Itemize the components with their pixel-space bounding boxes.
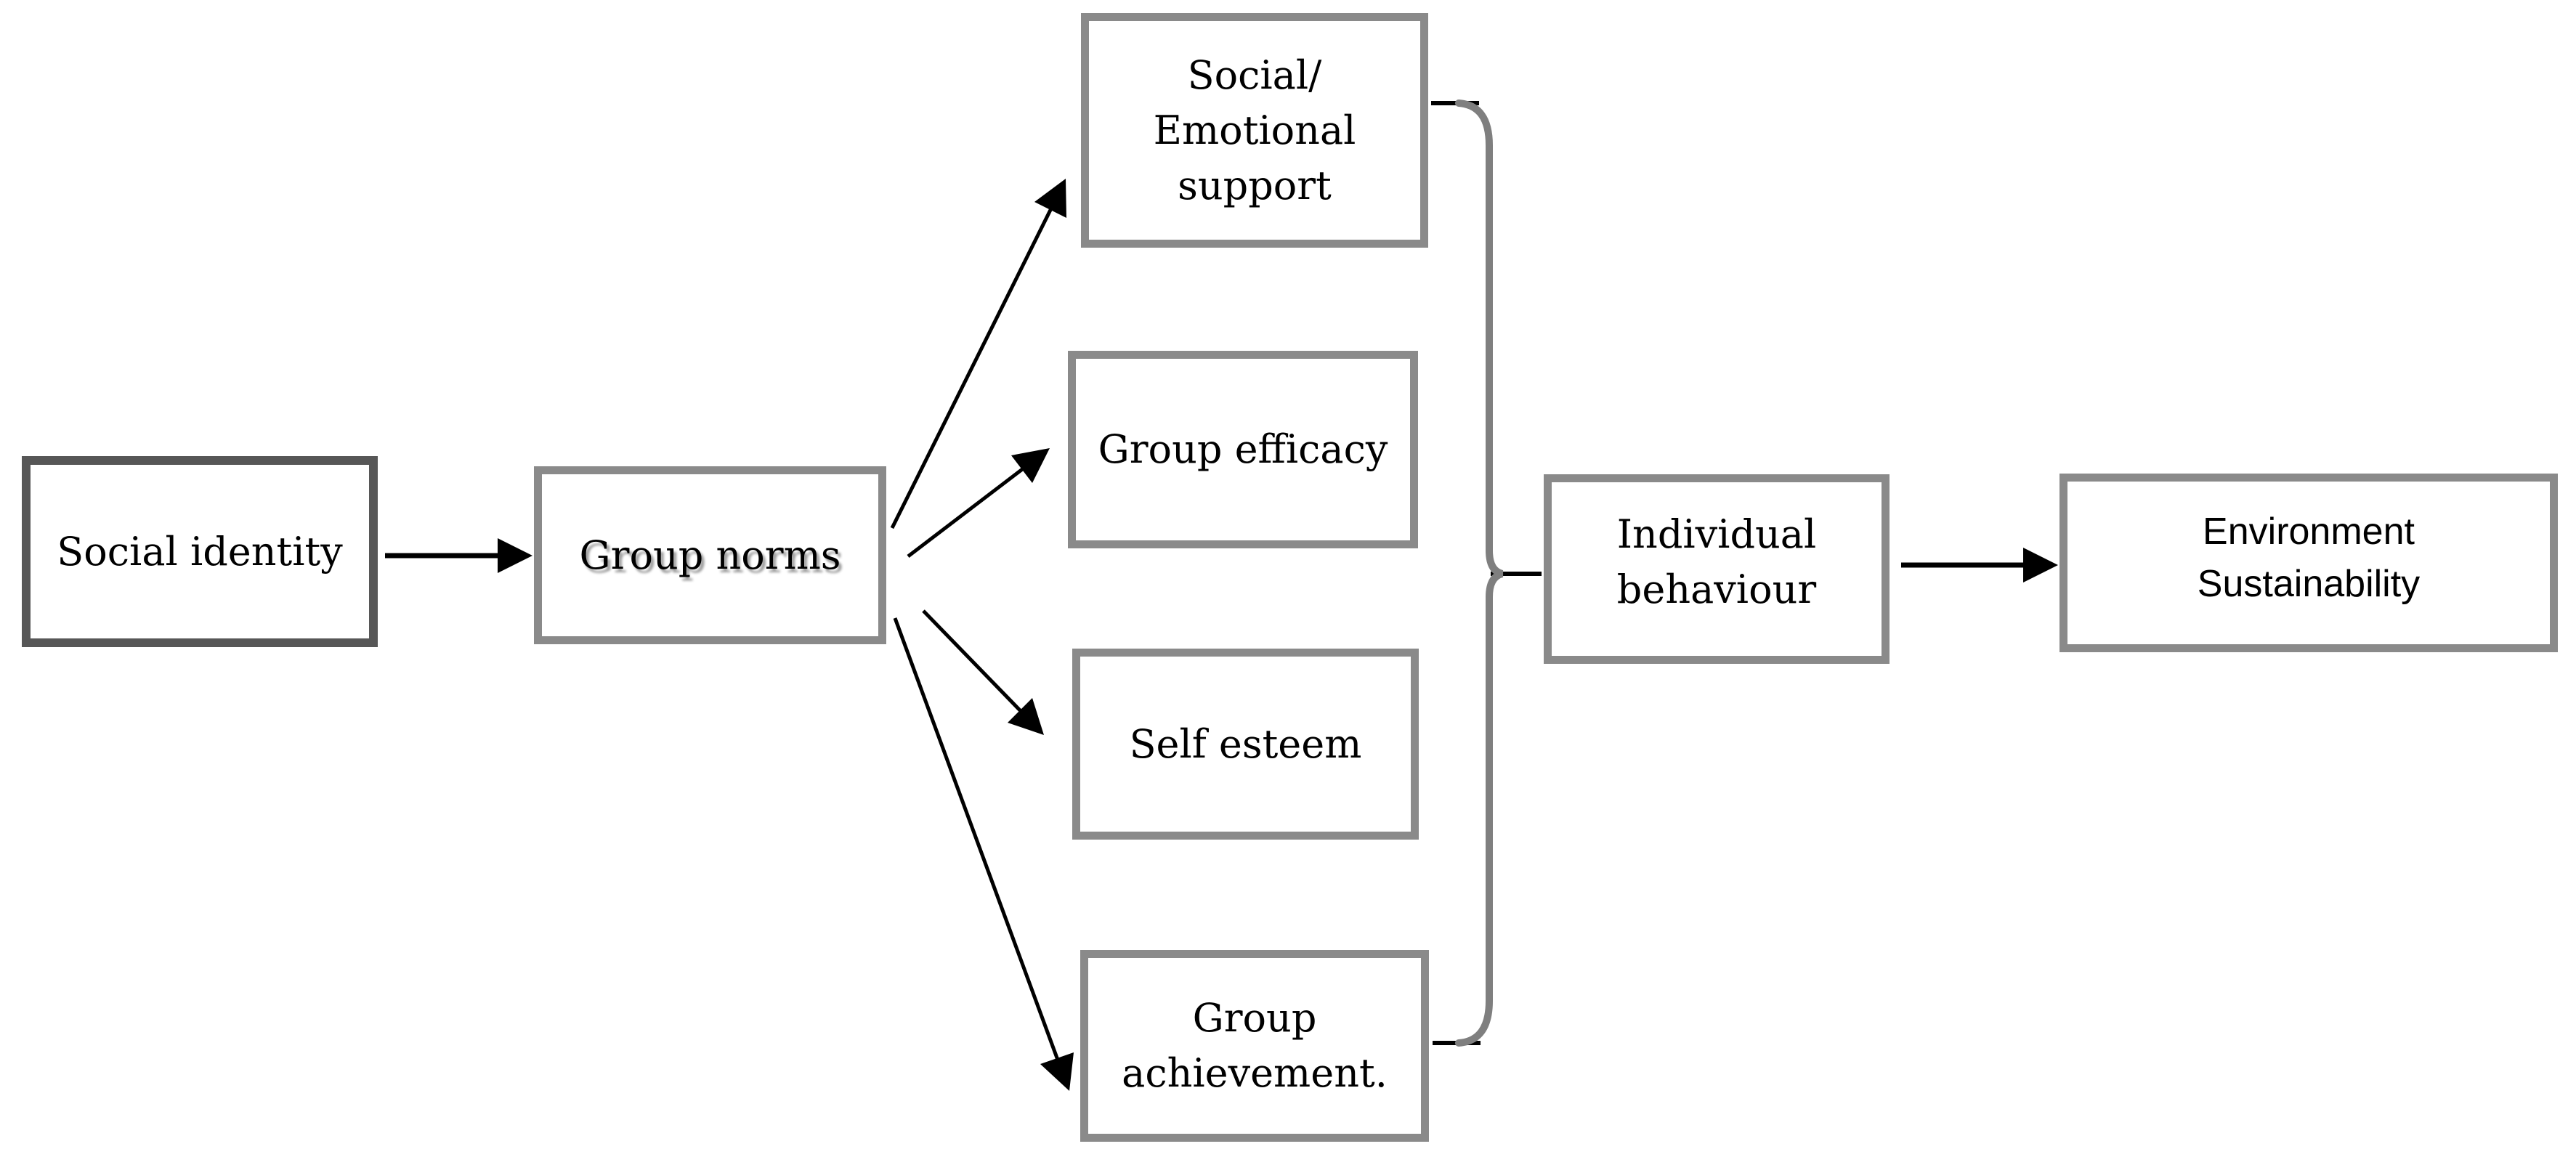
node-social-emotional-support-line2: Emotional	[1153, 107, 1356, 153]
arrow-social-identity-to-group-norms	[385, 538, 532, 573]
node-environment-sustainability-line2: Sustainability	[2197, 563, 2421, 605]
node-social-identity: Social identity	[22, 456, 378, 647]
arrow-group-norms-to-social-emotional-support	[890, 179, 1066, 529]
node-group-efficacy-label: Group efficacy	[1098, 426, 1388, 472]
node-social-identity-label: Social identity	[57, 528, 343, 575]
arrow-group-norms-to-group-achievement	[893, 617, 1074, 1091]
node-group-achievement: Group achievement.	[1080, 950, 1429, 1142]
node-social-emotional-support-line1: Social/	[1187, 52, 1322, 98]
node-group-achievement-line1: Group	[1192, 995, 1317, 1041]
arrow-group-norms-to-group-efficacy	[907, 448, 1050, 558]
node-group-efficacy: Group efficacy	[1068, 351, 1418, 548]
node-group-norms-label: Group norms	[579, 532, 841, 578]
collector-brace	[1431, 100, 1542, 1047]
node-group-norms: Group norms	[534, 466, 886, 644]
node-group-achievement-line2: achievement.	[1122, 1050, 1388, 1096]
node-environment-sustainability-line1: Environment	[2203, 511, 2415, 553]
arrow-group-norms-to-self-esteem	[922, 609, 1044, 735]
arrow-individual-behaviour-to-environment-sustainability	[1901, 548, 2058, 582]
node-environment-sustainability: Environment Sustainability	[2059, 474, 2558, 652]
node-social-emotional-support: Social/ Emotional support	[1081, 13, 1428, 248]
node-self-esteem: Self esteem	[1072, 649, 1419, 840]
node-individual-behaviour: Individual behaviour	[1544, 474, 1890, 664]
node-self-esteem-label: Self esteem	[1129, 720, 1362, 767]
node-individual-behaviour-line1: Individual	[1616, 511, 1817, 557]
node-social-emotional-support-line3: support	[1178, 162, 1332, 208]
node-individual-behaviour-line2: behaviour	[1616, 566, 1817, 612]
